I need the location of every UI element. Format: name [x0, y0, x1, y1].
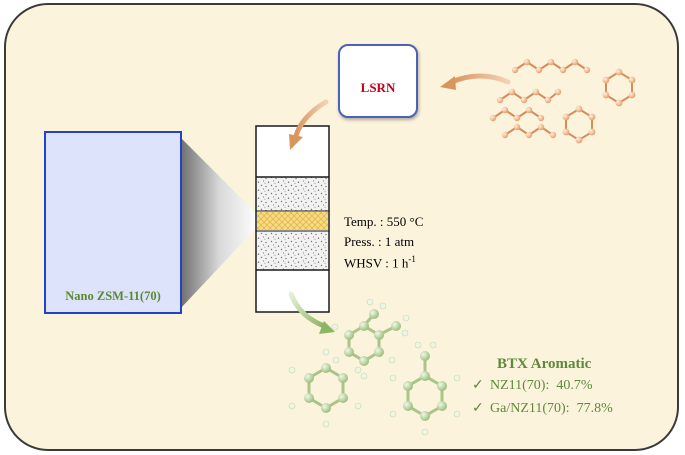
checkmark-icon: ✓ — [472, 401, 484, 416]
result-ga-nz11: ✓ Ga/NZ11(70): 77.8% — [472, 400, 613, 417]
condition-value: 550 °C — [386, 214, 424, 229]
result-value: 77.8% — [576, 401, 613, 416]
magnification-funnel — [180, 137, 259, 309]
quartz-wool-bottom — [257, 231, 328, 270]
result-value: 40.7% — [556, 378, 593, 393]
condition-label: Press. : — [344, 234, 382, 249]
condition-unit-exponent: -1 — [408, 254, 416, 264]
checkmark-icon: ✓ — [472, 378, 484, 393]
condition-value: 1 h — [392, 255, 409, 271]
feed-to-bottle-arrow — [449, 73, 511, 85]
result-catalyst: NZ11(70): — [490, 378, 550, 393]
catalyst-label: Nano ZSM-11(70) — [65, 289, 161, 303]
condition-label: Temp. : — [344, 214, 384, 229]
result-catalyst: Ga/NZ11(70): — [490, 401, 570, 416]
quartz-wool-top — [257, 177, 328, 211]
bottle-to-reactor-arrow — [293, 99, 329, 139]
reactor-to-product-arrow — [288, 291, 327, 329]
reactor-tube — [255, 125, 330, 313]
product-title: BTX Aromatic — [497, 356, 592, 372]
product-atoms — [304, 309, 447, 421]
catalyst-bed — [257, 212, 328, 230]
feedstock-label: LSRN — [360, 80, 396, 95]
hydrogen-atoms — [288, 298, 461, 436]
feed-atoms — [489, 58, 636, 144]
feedstock-bottle-card: LSRN — [338, 44, 418, 118]
condition-value: 1 atm — [384, 234, 415, 249]
condition-label: WHSV : — [344, 255, 389, 271]
condition-whsv: WHSV : 1 h-1 — [344, 254, 416, 271]
feed-molecules — [492, 60, 633, 142]
condition-temperature: Temp. : 550 °C — [344, 214, 423, 230]
catalyst-card: Nano ZSM-11(70) — [44, 131, 182, 314]
condition-pressure: Press. : 1 atm — [344, 234, 414, 250]
result-nz11: ✓ NZ11(70): 40.7% — [472, 377, 593, 394]
